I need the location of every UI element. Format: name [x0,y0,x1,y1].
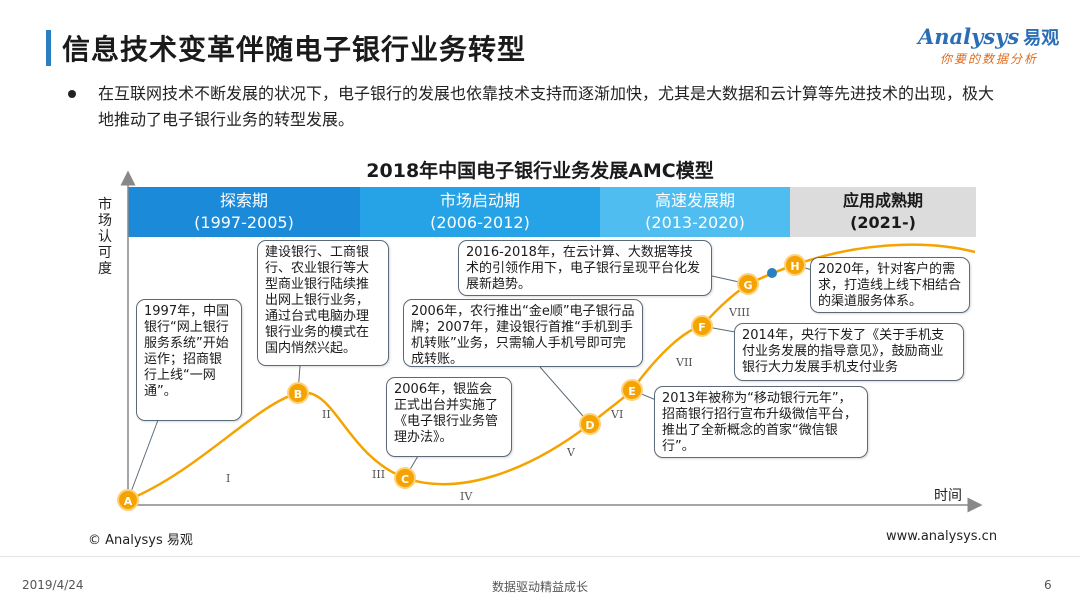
marker-e: E [621,379,643,401]
callout-c: 2006年，银监会正式出台并实施了《电子银行业务管理办法》。 [386,377,512,457]
phase-name: 市场启动期 [439,191,520,210]
stage-label-4: IV [460,490,473,503]
website-link[interactable]: www.analysys.cn [886,529,998,544]
marker-c: C [394,467,416,489]
stage-label-6: VI [611,408,624,421]
phase-name: 应用成熟期 [842,191,923,210]
y-axis-label: 市场认可度 [98,197,112,277]
logo-cn: 易观 [1023,28,1060,49]
title-accent-bar [46,30,51,66]
footer-slogan: 数据驱动精益成长 [491,580,588,594]
stage-label-8: VIII [729,306,750,319]
phase-years: (2021-) [850,213,916,232]
callout-f: 2014年，央行下发了《关于手机支付业务发展的指导意见》，鼓励商业银行大力发展手… [734,323,964,381]
callout-b: 建设银行、工商银行、农业银行等大型商业银行陆续推出网上银行业务，通过台式电脑办理… [257,240,389,366]
diagram-title: 2018年中国电子银行业务发展AMC模型 [366,160,714,182]
blue-dot-icon [767,268,777,278]
stage-label-7: VII [676,356,693,369]
phase-band-2: 市场启动期 (2006-2012) [360,187,600,237]
phase-years: (1997-2005) [194,213,294,232]
logo-text: Analysys [918,24,1020,49]
callout-d: 2006年，农行推出“金e顺”电子银行品牌；2007年，建设银行首推“手机到手机… [403,299,643,367]
callout-pointer-d [539,366,591,425]
phase-years: (2006-2012) [430,213,530,232]
phase-name: 探索期 [219,191,268,210]
stage-label-5: V [567,446,575,459]
x-axis-label: 时间 [934,488,962,504]
phase-name: 高速发展期 [654,191,735,210]
stage-label-2: II [322,408,331,421]
phase-band-1: 探索期 (1997-2005) [128,187,360,237]
phase-band-4: 应用成熟期 (2021-) [790,187,976,237]
stage-label-1: I [226,472,231,485]
marker-f: F [691,315,713,337]
marker-a: A [117,489,139,511]
callout-a: 1997年，中国银行“网上银行服务系统”开始运作；招商银行上线“一网通”。 [136,299,242,421]
footer-date: 2019/4/24 [22,578,84,592]
logo-tagline: 你要的数据分析 [940,52,1039,66]
callout-g: 2016-2018年，在云计算、大数据等技术的引领作用下，电子银行呈现平台化发展… [458,240,712,296]
callout-h: 2020年，针对客户的需求，打造线上线下相结合的渠道服务体系。 [810,257,970,313]
callout-pointer-a [127,419,159,501]
page-number: 6 [1044,578,1052,592]
marker-b: B [287,382,309,404]
footer-divider [0,556,1080,557]
phase-years: (2013-2020) [645,213,745,232]
source-credit: © Analysys 易观 [88,533,193,548]
marker-g: G [737,273,759,295]
callout-e: 2013年被称为“移动银行元年”，招商银行招行宣布升级微信平台，推出了全新概念的… [654,386,868,458]
marker-h: H [784,254,806,276]
phase-band-3: 高速发展期 (2013-2020) [600,187,790,237]
page-title: 信息技术变革伴随电子银行业务转型 [62,33,527,66]
intro-text: 在互联网技术不断发展的状况下，电子银行的发展也依靠技术支持而逐渐加快，尤其是大数… [98,84,995,129]
marker-d: D [579,413,601,435]
bullet-dot-icon [68,90,76,98]
stage-label-3: III [372,468,386,481]
